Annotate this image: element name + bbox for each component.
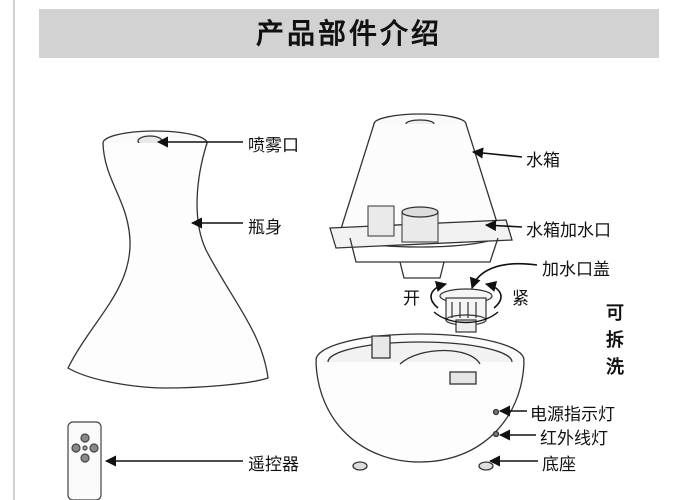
title-banner: 产品部件介绍 [39, 9, 659, 58]
base-drawing [315, 333, 525, 471]
page-title: 产品部件介绍 [255, 17, 442, 50]
removable-char-1: 可 [606, 303, 624, 324]
label-tank-fill-port: 水箱加水口 [526, 221, 611, 241]
remote-control-drawing [67, 421, 102, 500]
bottle-body-drawing [67, 130, 269, 389]
label-tighten: 紧 [512, 289, 529, 309]
label-open: 开 [403, 289, 420, 309]
open-rotation-arrow [430, 281, 448, 309]
label-base: 底座 [542, 455, 576, 475]
label-water-tank: 水箱 [526, 151, 560, 171]
cap-rotation-curve [433, 311, 499, 324]
label-spray-port: 喷雾口 [248, 136, 299, 156]
label-power-indicator: 电源指示灯 [530, 405, 615, 425]
leader-tank-fill-port [484, 219, 523, 232]
page-edge-line [13, 0, 15, 500]
leader-water-tank [471, 147, 523, 159]
label-remote: 遥控器 [248, 455, 299, 475]
ir-light-dot [492, 430, 500, 438]
removable-char-2: 拆 [606, 330, 624, 351]
label-bottle-body: 瓶身 [248, 218, 282, 238]
fill-cap-drawing [439, 288, 493, 333]
tighten-rotation-arrow [484, 281, 502, 309]
removable-char-3: 洗 [606, 357, 624, 378]
power-indicator-dot [492, 408, 500, 416]
label-fill-cap: 加水口盖 [542, 260, 610, 280]
label-ir-light: 红外线灯 [540, 429, 608, 449]
water-tank-drawing [329, 113, 513, 279]
leader-fill-cap [469, 263, 538, 290]
